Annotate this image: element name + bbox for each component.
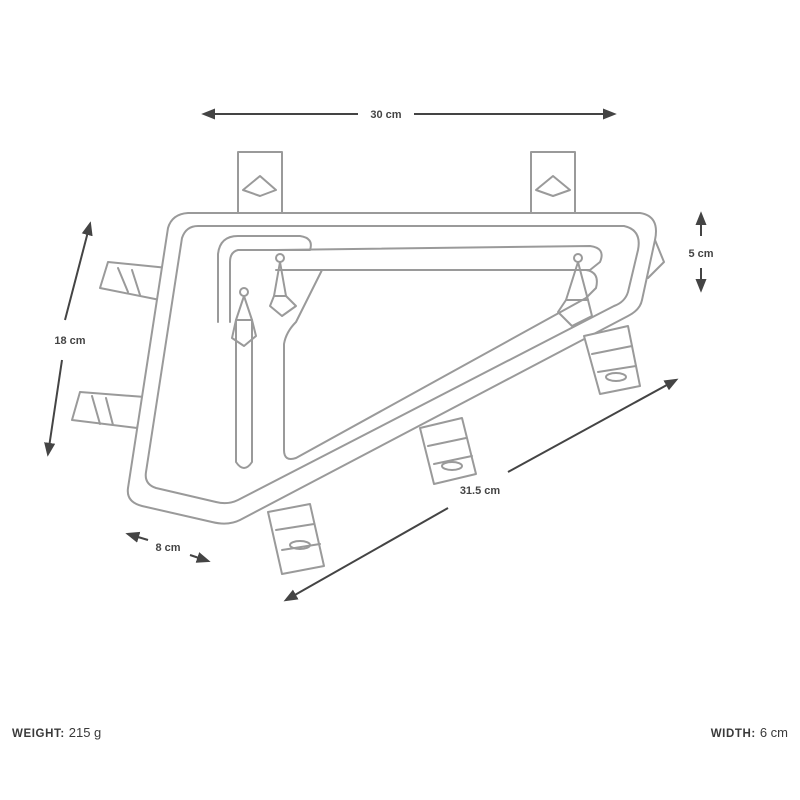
bag-inner-outline bbox=[144, 225, 640, 505]
down-tube-buckle-rear bbox=[267, 503, 325, 575]
down-tube-buckle-front bbox=[583, 325, 641, 395]
top-strap-front bbox=[530, 151, 576, 215]
zipper-track bbox=[217, 235, 312, 323]
bottom-length-arrow-up bbox=[507, 378, 679, 473]
bag-front-tab bbox=[647, 239, 665, 279]
zipper-pull-left bbox=[231, 287, 257, 347]
width-spec: WIDTH:6 cm bbox=[711, 725, 788, 740]
front-height-label: 5 cm bbox=[688, 248, 713, 260]
weight-label: WEIGHT: bbox=[12, 728, 65, 740]
rear-height-label: 18 cm bbox=[54, 335, 85, 347]
width-value: 6 cm bbox=[759, 725, 788, 740]
rear-height-arrow-down bbox=[44, 359, 63, 457]
zipper-vertical-pocket bbox=[235, 319, 253, 469]
bottom-length-arrow-down bbox=[283, 507, 449, 602]
bag-outer-outline bbox=[126, 212, 657, 525]
zipper-top-line bbox=[275, 245, 603, 271]
zipper-pull-middle bbox=[269, 253, 297, 317]
bottom-length-label: 31.5 cm bbox=[460, 485, 501, 497]
weight-spec: WEIGHT:215 g bbox=[12, 725, 101, 740]
bag-side-panel bbox=[283, 269, 598, 460]
width-label: WIDTH: bbox=[710, 728, 756, 740]
weight-value: 215 g bbox=[68, 725, 102, 740]
down-tube-buckle-middle bbox=[419, 417, 477, 485]
bottom-width-arrow-left bbox=[125, 531, 149, 543]
bottom-width-arrow-right bbox=[189, 552, 211, 563]
rear-height-arrow-up bbox=[64, 221, 93, 321]
top-strap-rear bbox=[237, 151, 283, 215]
top-length-label: 30 cm bbox=[370, 109, 401, 121]
bottom-width-label: 8 cm bbox=[155, 542, 180, 554]
zipper-pull-right bbox=[557, 253, 593, 327]
seat-tube-strap-lower bbox=[71, 391, 146, 429]
